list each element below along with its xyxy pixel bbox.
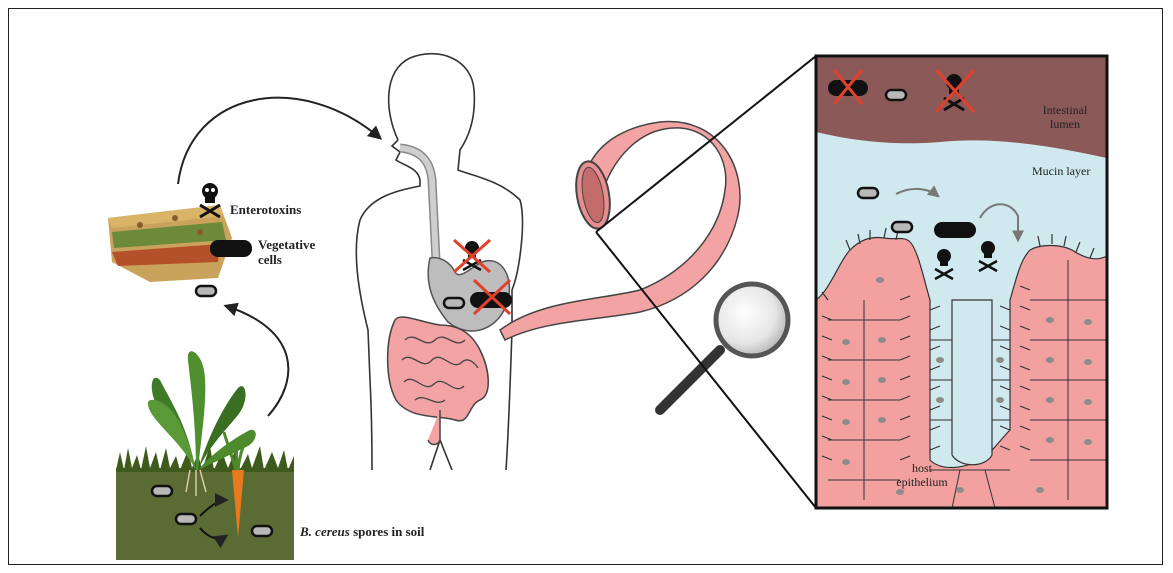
- intestines: [388, 317, 489, 445]
- vegetative-cells-label: Vegetative cells: [258, 238, 328, 268]
- soil-caption: B. cereus spores in soil: [300, 525, 424, 540]
- enterotoxins-label: Enterotoxins: [230, 203, 301, 218]
- intestine-tube: [500, 122, 740, 340]
- soil-species-label: B. cereus: [300, 524, 350, 539]
- arrow-food-to-mouth: [178, 98, 380, 184]
- host-epithelium-label: host epithelium: [892, 462, 952, 490]
- mucin-layer-label: Mucin layer: [1032, 165, 1090, 179]
- intestinal-lumen-label: Intestinal lumen: [1030, 104, 1100, 132]
- soil-rest-label: spores in soil: [350, 524, 425, 539]
